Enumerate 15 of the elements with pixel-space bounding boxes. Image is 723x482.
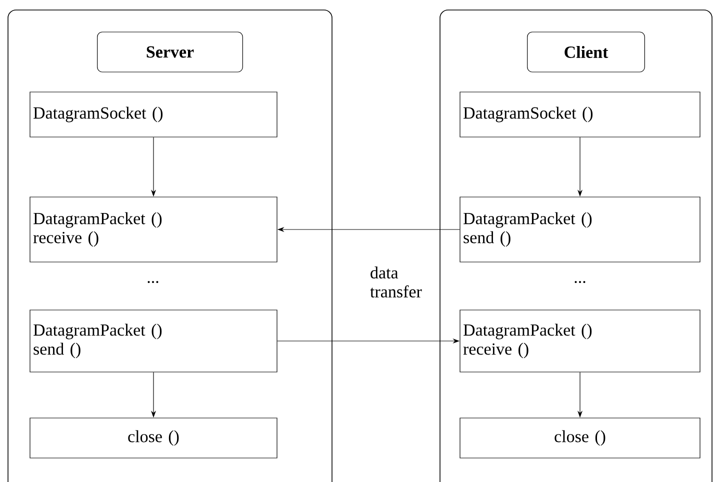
process-box: DatagramPacket () send () bbox=[30, 310, 278, 372]
title-box: Server bbox=[97, 32, 243, 72]
title-box: Client bbox=[527, 32, 645, 72]
process-box: DatagramPacket () receive () bbox=[30, 196, 278, 262]
process-box: DatagramSocket () bbox=[460, 92, 700, 138]
process-box: close () bbox=[30, 418, 278, 458]
process-box: DatagramPacket () send () bbox=[460, 196, 700, 262]
panel bbox=[8, 10, 332, 482]
process-box: DatagramSocket () bbox=[30, 92, 278, 138]
panel bbox=[440, 10, 712, 482]
note: data transfer bbox=[370, 266, 422, 298]
ellipsis: ... bbox=[148, 281, 158, 283]
process-box: DatagramPacket () receive () bbox=[460, 310, 700, 372]
process-box: close () bbox=[460, 418, 700, 458]
ellipsis: ... bbox=[574, 281, 586, 283]
